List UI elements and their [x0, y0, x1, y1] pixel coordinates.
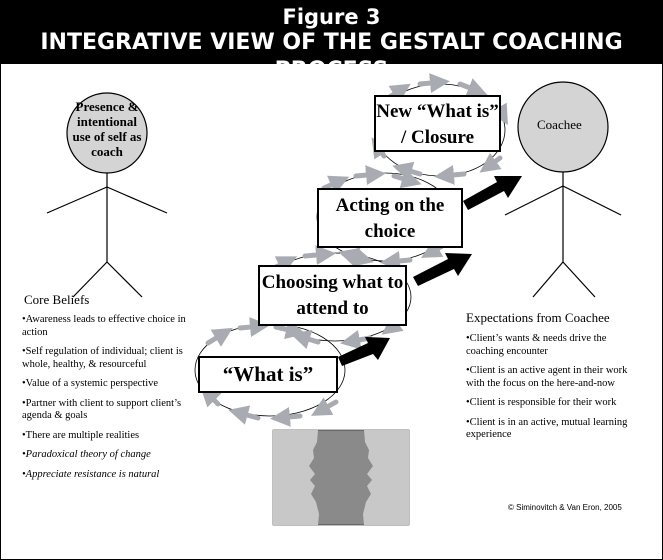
figure-number: Figure 3	[282, 5, 381, 29]
core-belief-item: •Partner with client to support client’s…	[22, 397, 182, 422]
title-bar: Figure 3 INTEGRATIVE VIEW OF THE GESTALT…	[0, 0, 663, 83]
coachee-right-arm	[562, 185, 622, 216]
core-belief-item: •Self regulation of individual; client i…	[22, 346, 183, 370]
coachee-left-arm	[504, 185, 564, 216]
expectation-item: •Client is responsible for their work	[466, 397, 617, 408]
step-acting: Acting on the choice	[317, 188, 463, 248]
right-face	[363, 430, 409, 525]
left-face	[273, 430, 319, 525]
expectation-item: •Client is in an active, mutual learning…	[466, 416, 628, 441]
coach-head-text: Presence & intentional use of self as co…	[72, 99, 142, 159]
copyright-credit: © Siminovitch & Van Eron, 2005	[508, 503, 622, 512]
coach-left-leg	[72, 261, 108, 298]
step-new-what-is: New “What is” / Closure	[374, 95, 501, 152]
core-belief-item: •Awareness leads to effective choice in …	[22, 314, 186, 338]
core-belief-item: •Appreciate resistance is natural	[22, 468, 160, 480]
expectation-item: •Client is an active agent in their work…	[466, 365, 628, 389]
core-belief-item: •There are multiple realities	[22, 429, 140, 441]
expectations-list: •Client’s wants & needs drive the coachi…	[466, 333, 636, 449]
step-choosing: Choosing what to attend to	[258, 265, 407, 326]
figure-title: INTEGRATIVE VIEW OF THE GESTALT COACHING…	[40, 30, 623, 83]
vase-faces-image	[272, 429, 410, 526]
step-what-is: “What is”	[198, 356, 338, 393]
expectation-item: •Client’s wants & needs drive the coachi…	[466, 333, 607, 357]
dark-arrow-1	[338, 337, 390, 366]
progress-arrows	[338, 176, 522, 366]
dark-arrow-2	[413, 253, 472, 286]
dark-arrow-3	[463, 176, 522, 210]
coach-figure	[46, 92, 168, 298]
coach-right-arm	[106, 186, 168, 214]
core-belief-item: •Value of a systemic perspective	[22, 378, 159, 389]
coachee-left-leg	[532, 261, 564, 298]
coachee-head-text: Coachee	[537, 117, 582, 132]
core-beliefs-title: Core Beliefs	[24, 292, 90, 307]
coach-left-arm	[46, 186, 108, 214]
coachee-figure	[504, 81, 622, 298]
expectations-title: Expectations from Coachee	[466, 310, 610, 325]
core-belief-item: •Paradoxical theory of change	[22, 449, 151, 460]
coachee-right-leg	[562, 261, 596, 298]
core-beliefs-list: •Awareness leads to effective choice in …	[22, 314, 194, 488]
coach-right-leg	[106, 261, 143, 298]
